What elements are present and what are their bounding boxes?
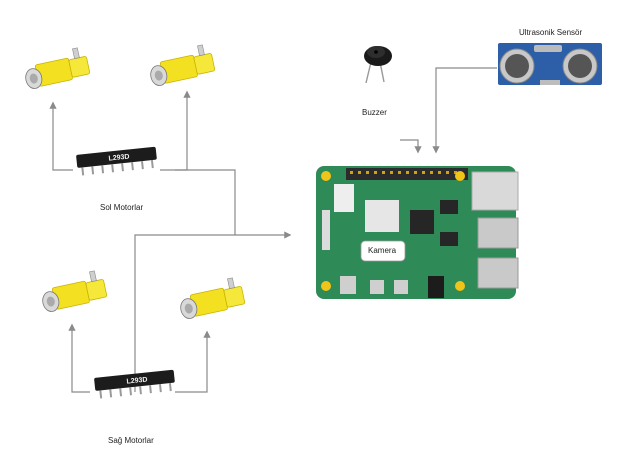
wire-chip2-right-motor [175, 332, 207, 392]
wire-sensor-to-pi [436, 68, 497, 152]
label-right-motors: Sağ Motorlar [108, 436, 154, 445]
dc-motor-icon [177, 276, 246, 320]
label-left-motors: Sol Motorlar [100, 203, 143, 212]
driver-chip-icon: L293D [94, 370, 176, 399]
driver-chip-icon: L293D [76, 147, 158, 176]
wire-chip1-to-pi [175, 170, 290, 235]
wire-chip1-left-motor [53, 103, 73, 170]
raspberry-pi-board-icon [316, 166, 518, 299]
label-camera: Kamera [368, 246, 396, 255]
wire-chip1-right-motor [160, 92, 187, 170]
label-buzzer: Buzzer [362, 108, 387, 117]
dc-motor-icon [39, 269, 108, 313]
buzzer-icon [364, 46, 392, 83]
dc-motor-icon [147, 43, 216, 87]
ultrasonic-sensor-icon [498, 43, 602, 85]
dc-motor-icon [22, 46, 91, 90]
wire-buzzer-to-pi [400, 140, 418, 152]
wire-chip2-left-motor [72, 325, 90, 392]
label-ultrasonic: Ultrasonik Sensör [519, 28, 582, 37]
